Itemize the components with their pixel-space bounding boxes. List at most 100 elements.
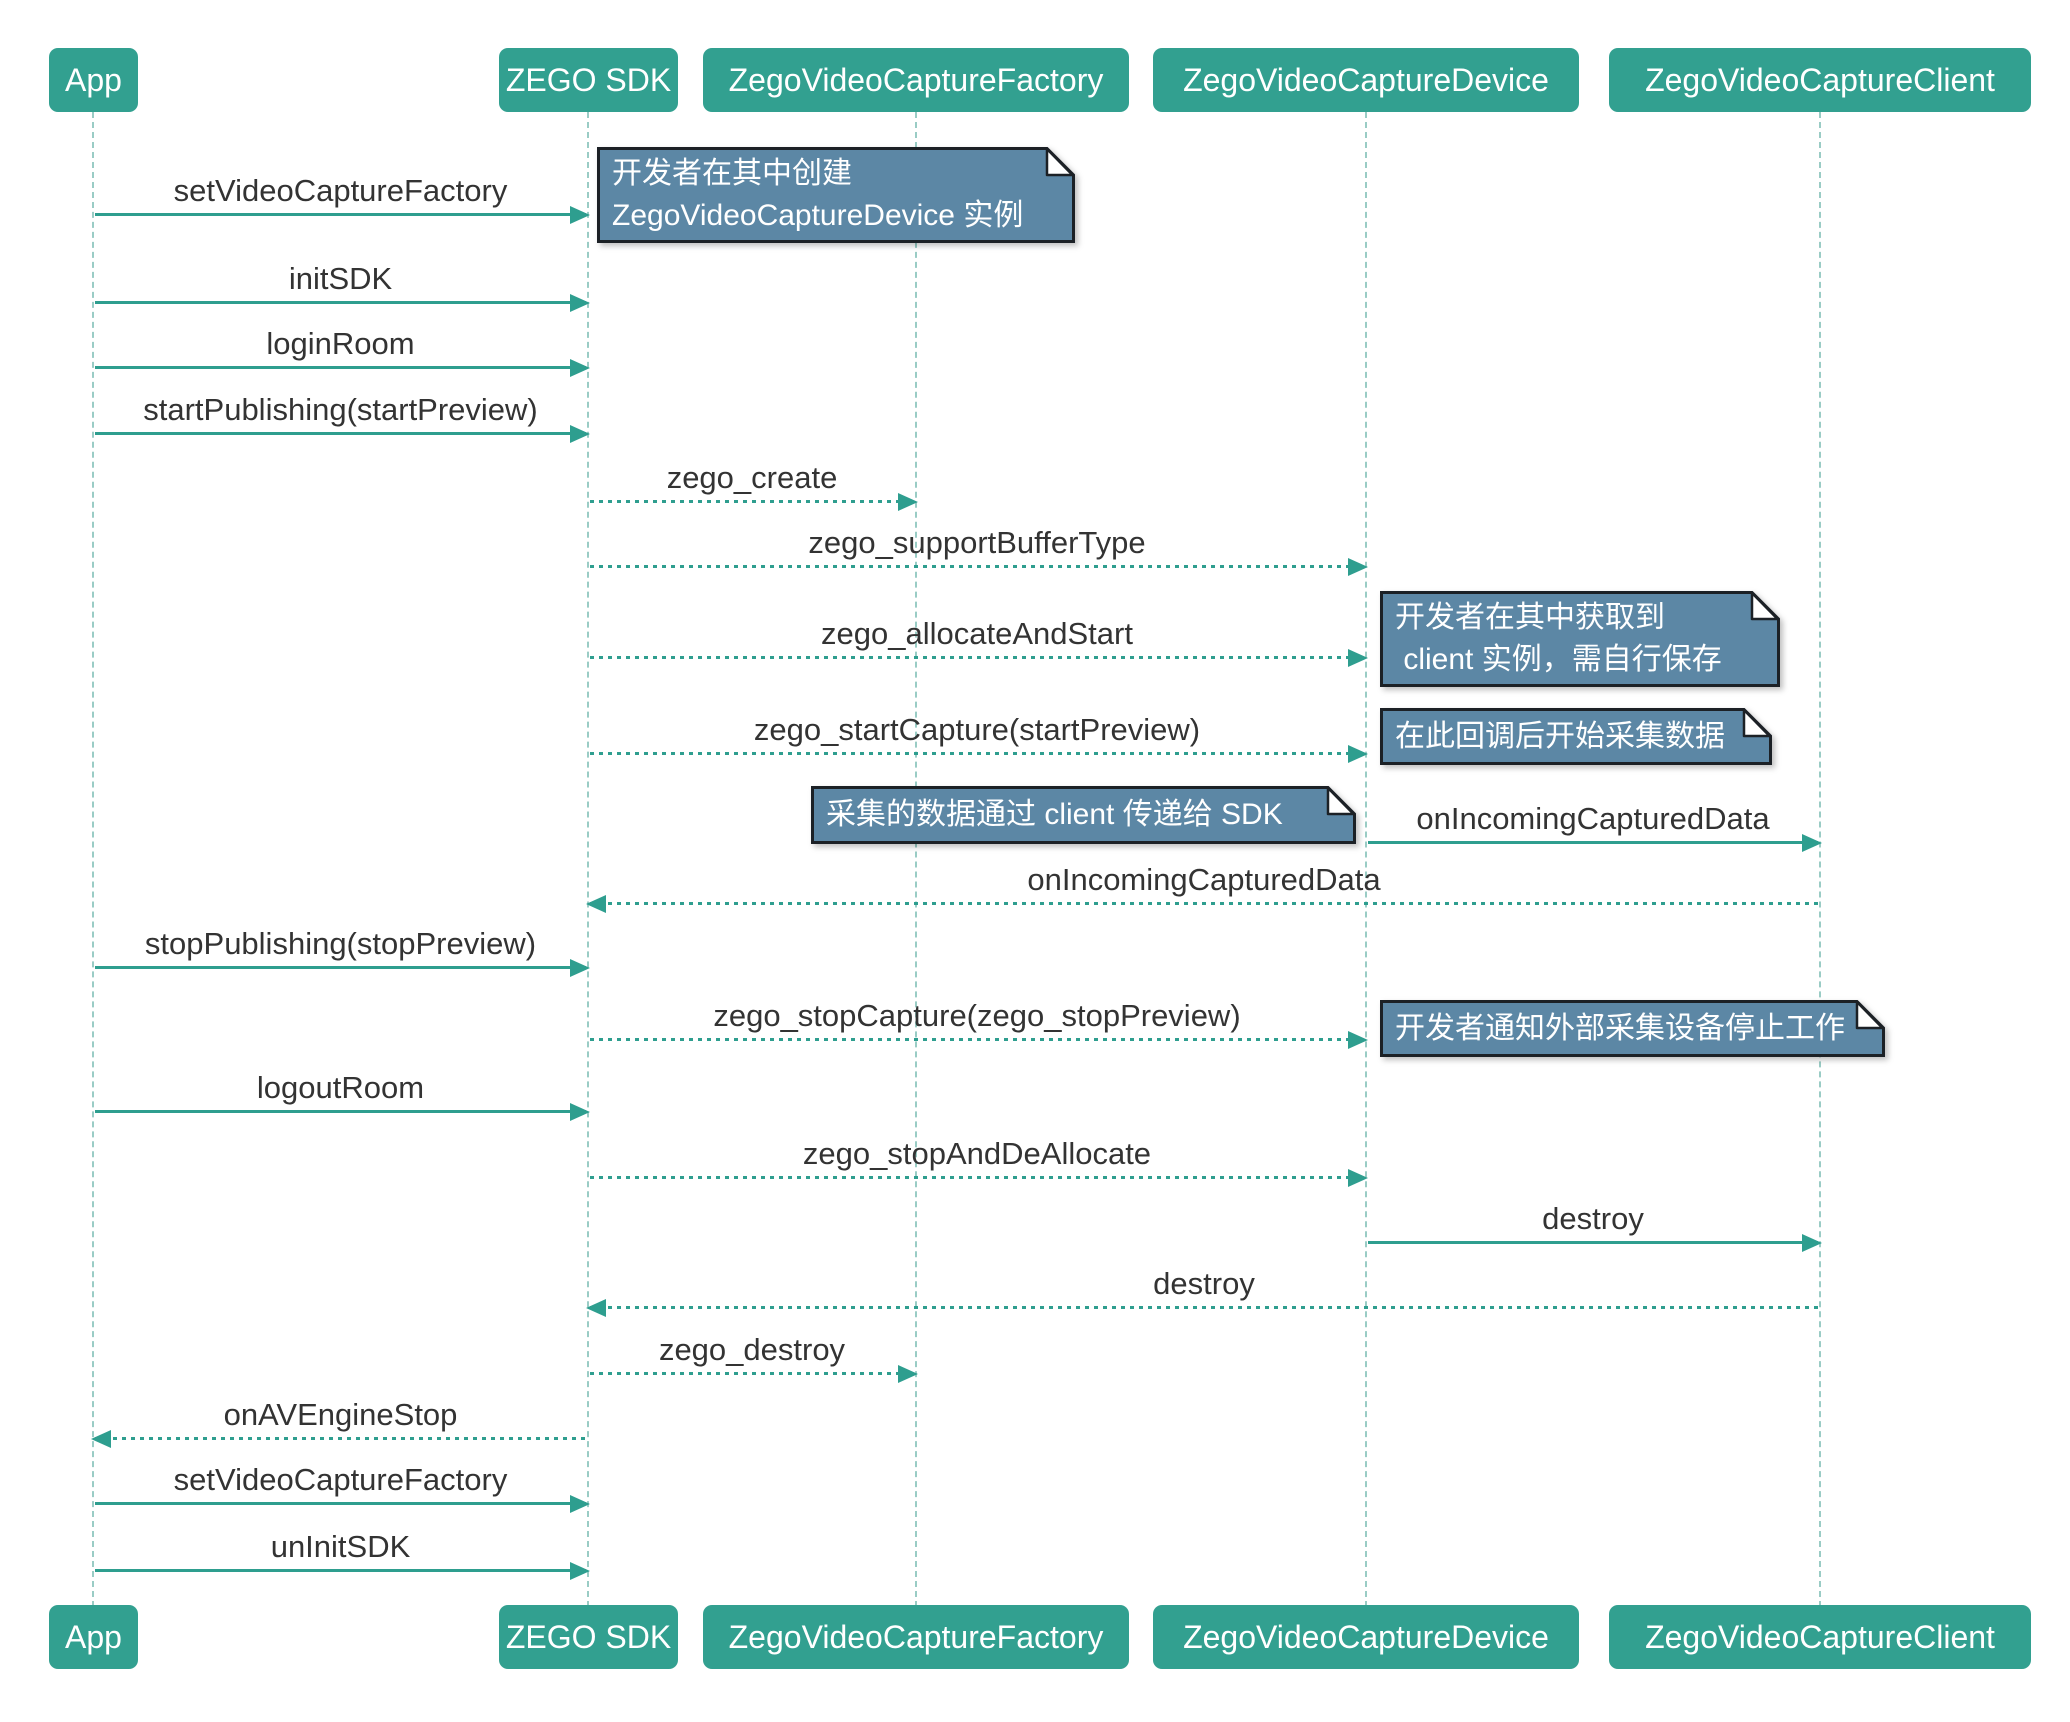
note-text: 开发者通知外部采集设备停止工作 <box>1380 1000 1885 1057</box>
actor-label: ZEGO SDK <box>505 61 672 98</box>
message-line <box>95 1437 586 1440</box>
message-label: setVideoCaptureFactory <box>173 173 508 208</box>
arrowhead-icon <box>898 492 918 511</box>
lifeline-sdk <box>587 112 589 1607</box>
actor-label: ZegoVideoCaptureFactory <box>728 61 1104 98</box>
arrowhead-icon <box>570 205 590 224</box>
note-shape-icon <box>811 786 1356 844</box>
actor-box-factory-top: ZegoVideoCaptureFactory <box>703 48 1129 112</box>
message-line <box>95 213 586 216</box>
message-zego-destroy: zego_destroy <box>588 1328 918 1383</box>
message-label: onIncomingCapturedData <box>1416 801 1770 836</box>
message-label: zego_destroy <box>658 1332 846 1367</box>
note-shape-icon <box>1380 1000 1885 1057</box>
message-label: zego_allocateAndStart <box>821 616 1133 651</box>
message-onavenginestop: onAVEngineStop <box>91 1393 588 1448</box>
arrowhead-icon <box>570 293 590 312</box>
message-label: initSDK <box>288 261 393 296</box>
message-destroy: destroy <box>586 1262 1820 1317</box>
lifeline-factory <box>915 112 917 1607</box>
message-line <box>590 752 1364 755</box>
arrowhead-icon <box>1802 833 1822 852</box>
lifeline-client <box>1819 112 1821 1607</box>
actor-label: ZegoVideoCaptureClient <box>1645 1618 1995 1655</box>
message-onincomingcaptureddata: onIncomingCapturedData <box>1366 797 1822 852</box>
message-line <box>590 500 914 503</box>
message-zego-startcapture-startpreview-: zego_startCapture(startPreview) <box>588 708 1368 763</box>
message-line <box>95 301 586 304</box>
arrowhead-icon <box>586 894 606 913</box>
actor-box-factory-bottom: ZegoVideoCaptureFactory <box>703 1605 1129 1669</box>
note-line: client 实例，需自行保存 <box>1395 643 1722 676</box>
message-line <box>95 432 586 435</box>
message-zego-supportbuffertype: zego_supportBufferType <box>588 521 1368 576</box>
message-startpublishing-startpreview-: startPublishing(startPreview) <box>93 388 590 443</box>
note-shape-icon <box>597 147 1075 243</box>
message-initsdk: initSDK <box>93 257 590 312</box>
actor-box-sdk-top: ZEGO SDK <box>499 48 678 112</box>
message-line <box>95 966 586 969</box>
note-shape-icon <box>1380 591 1780 687</box>
message-label: loginRoom <box>266 326 415 361</box>
actor-box-device-top: ZegoVideoCaptureDevice <box>1153 48 1579 112</box>
actor-box-app-bottom: App <box>49 1605 138 1669</box>
actor-label: App <box>65 1618 122 1655</box>
message-label: destroy <box>1542 1201 1644 1236</box>
arrowhead-icon <box>91 1429 111 1448</box>
arrowhead-icon <box>1348 744 1368 763</box>
message-line <box>590 902 1818 905</box>
arrowhead-icon <box>1348 1030 1368 1049</box>
note-text: 在此回调后开始采集数据 <box>1380 708 1772 765</box>
arrowhead-icon <box>570 1561 590 1580</box>
message-line <box>590 565 1364 568</box>
lifeline-app <box>92 112 94 1607</box>
message-label: zego_create <box>666 460 838 495</box>
lifeline-device <box>1365 112 1367 1607</box>
note: 开发者通知外部采集设备停止工作 <box>1380 1000 1885 1057</box>
message-label: logoutRoom <box>256 1070 425 1105</box>
message-line <box>590 656 1364 659</box>
arrowhead-icon <box>570 1494 590 1513</box>
note-text: 开发者在其中获取到 client 实例，需自行保存 <box>1380 591 1780 687</box>
message-line <box>95 366 586 369</box>
message-label: startPublishing(startPreview) <box>143 392 538 427</box>
message-line <box>95 1569 586 1572</box>
actor-box-client-top: ZegoVideoCaptureClient <box>1609 48 2031 112</box>
message-line <box>1368 841 1818 844</box>
message-logoutroom: logoutRoom <box>93 1066 590 1121</box>
message-line <box>590 1176 1364 1179</box>
message-stoppublishing-stoppreview-: stopPublishing(stopPreview) <box>93 922 590 977</box>
note: 采集的数据通过 client 传递给 SDK <box>811 786 1356 844</box>
message-label: zego_supportBufferType <box>808 525 1146 560</box>
message-label: onIncomingCapturedData <box>1027 862 1381 897</box>
message-loginroom: loginRoom <box>93 322 590 377</box>
arrowhead-icon <box>570 358 590 377</box>
message-setvideocapturefactory: setVideoCaptureFactory <box>93 169 590 224</box>
arrowhead-icon <box>570 958 590 977</box>
message-onincomingcaptureddata: onIncomingCapturedData <box>586 858 1820 913</box>
message-zego-stopanddeallocate: zego_stopAndDeAllocate <box>588 1132 1368 1187</box>
actor-label: ZegoVideoCaptureDevice <box>1183 1618 1549 1655</box>
note-line: 开发者在其中创建 <box>612 157 852 190</box>
message-uninitsdk: unInitSDK <box>93 1525 590 1580</box>
message-label: onAVEngineStop <box>223 1397 458 1432</box>
note-line: 采集的数据通过 client 传递给 SDK <box>826 798 1283 831</box>
actor-label: ZEGO SDK <box>505 1618 672 1655</box>
message-line <box>1368 1241 1818 1244</box>
message-label: zego_stopAndDeAllocate <box>802 1136 1152 1171</box>
message-zego-allocateandstart: zego_allocateAndStart <box>588 612 1368 667</box>
arrowhead-icon <box>1802 1233 1822 1252</box>
message-label: zego_startCapture(startPreview) <box>753 712 1201 747</box>
arrowhead-icon <box>1348 557 1368 576</box>
message-label: destroy <box>1153 1266 1255 1301</box>
message-destroy: destroy <box>1366 1197 1822 1252</box>
actor-label: ZegoVideoCaptureDevice <box>1183 61 1549 98</box>
message-zego-stopcapture-zego-stoppreview-: zego_stopCapture(zego_stopPreview) <box>588 994 1368 1049</box>
actor-box-sdk-bottom: ZEGO SDK <box>499 1605 678 1669</box>
message-line <box>95 1502 586 1505</box>
message-line <box>590 1306 1818 1309</box>
note-line: 在此回调后开始采集数据 <box>1395 719 1725 753</box>
message-line <box>590 1038 1364 1041</box>
